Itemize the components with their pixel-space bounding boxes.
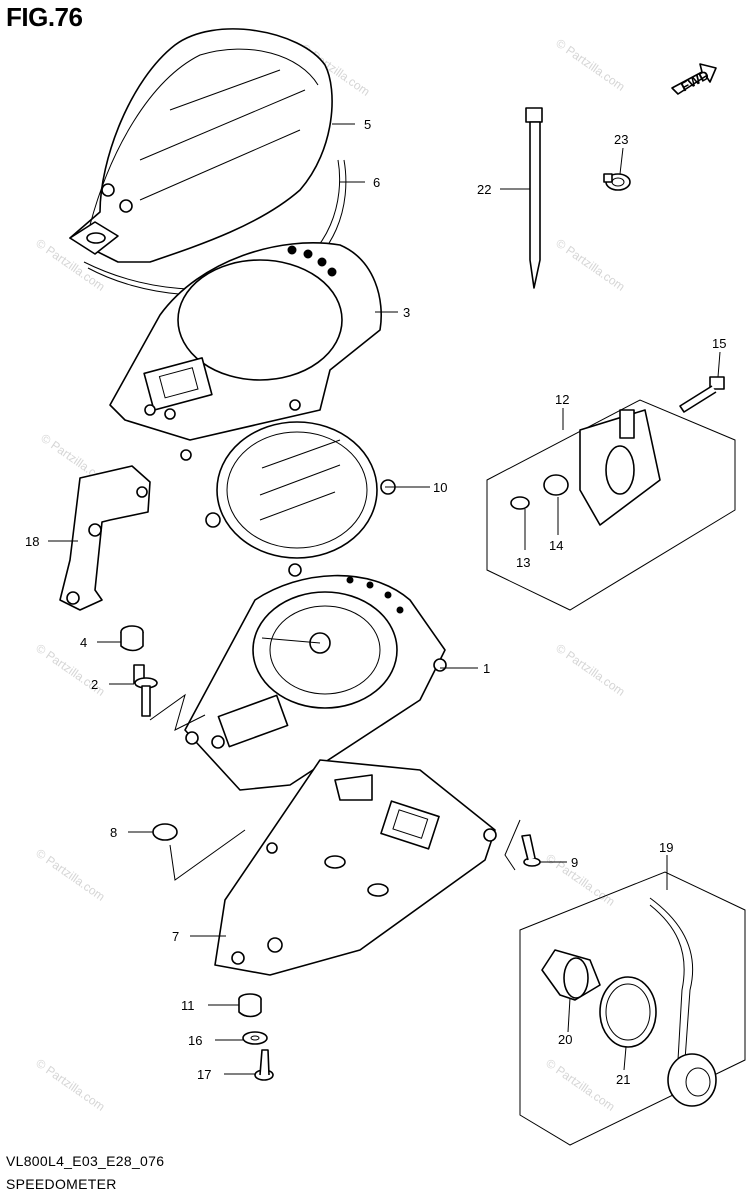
callout-22: 22 xyxy=(477,182,491,197)
callout-9: 9 xyxy=(571,855,578,870)
callout-1: 1 xyxy=(483,661,490,676)
callouts: 5 6 3 10 1 2 4 18 8 7 9 11 16 17 22 23 1… xyxy=(25,117,726,1087)
part-22-cable-tie xyxy=(525,107,543,289)
part-1-meter-assembly xyxy=(184,574,447,791)
callout-14: 14 xyxy=(549,538,563,553)
callout-4: 4 xyxy=(80,635,87,650)
diagram-code: VL800L4_E03_E28_076 xyxy=(6,1153,165,1169)
watermark: © Partzilla.com xyxy=(543,1056,617,1114)
part-9-screw xyxy=(521,834,541,867)
part-5-meter-cover xyxy=(69,28,333,263)
callout-2: 2 xyxy=(91,677,98,692)
watermark: © Partzilla.com xyxy=(33,1056,107,1114)
callout-20: 20 xyxy=(558,1032,572,1047)
callout-15: 15 xyxy=(712,336,726,351)
callout-18: 18 xyxy=(25,534,39,549)
fwd-label: FWD xyxy=(678,67,711,94)
part-19-sensor-group xyxy=(519,871,746,1146)
watermark: © Partzilla.com xyxy=(553,236,627,294)
figure-title: FIG.76 xyxy=(6,2,83,32)
diagram-subtitle: SPEEDOMETER xyxy=(6,1176,117,1192)
leader-lines xyxy=(48,123,721,1075)
callout-13: 13 xyxy=(516,555,530,570)
callout-7: 7 xyxy=(172,929,179,944)
callout-23: 23 xyxy=(614,132,628,147)
callout-17: 17 xyxy=(197,1067,211,1082)
watermark: © Partzilla.com xyxy=(553,36,627,94)
callout-10: 10 xyxy=(433,480,447,495)
part-4-cushion xyxy=(120,625,144,652)
part-18-bracket xyxy=(59,465,151,611)
part-11-cushion xyxy=(238,993,262,1018)
callout-5: 5 xyxy=(364,117,371,132)
part-15-bolt xyxy=(679,376,725,413)
part-3-upper-case xyxy=(109,242,382,461)
callout-11: 11 xyxy=(181,998,195,1013)
callout-6: 6 xyxy=(373,175,380,190)
fwd-arrow-icon: FWD xyxy=(671,63,717,95)
part-23-clamp xyxy=(603,173,631,191)
part-7-lower-case xyxy=(169,759,521,976)
watermark: © Partzilla.com xyxy=(33,846,107,904)
callout-8: 8 xyxy=(110,825,117,840)
part-16-washer xyxy=(242,1031,268,1045)
callout-3: 3 xyxy=(403,305,410,320)
part-10-lens-ring xyxy=(205,421,396,577)
watermark: © Partzilla.com xyxy=(543,851,617,909)
callout-16: 16 xyxy=(188,1033,202,1048)
part-12-sensor-group xyxy=(486,399,736,611)
callout-21: 21 xyxy=(616,1072,630,1087)
part-8-grommet xyxy=(152,823,178,841)
callout-19: 19 xyxy=(659,840,673,855)
callout-12: 12 xyxy=(555,392,569,407)
part-2-collar xyxy=(133,664,206,731)
watermark: © Partzilla.com xyxy=(553,641,627,699)
part-17-screw xyxy=(254,1049,274,1081)
